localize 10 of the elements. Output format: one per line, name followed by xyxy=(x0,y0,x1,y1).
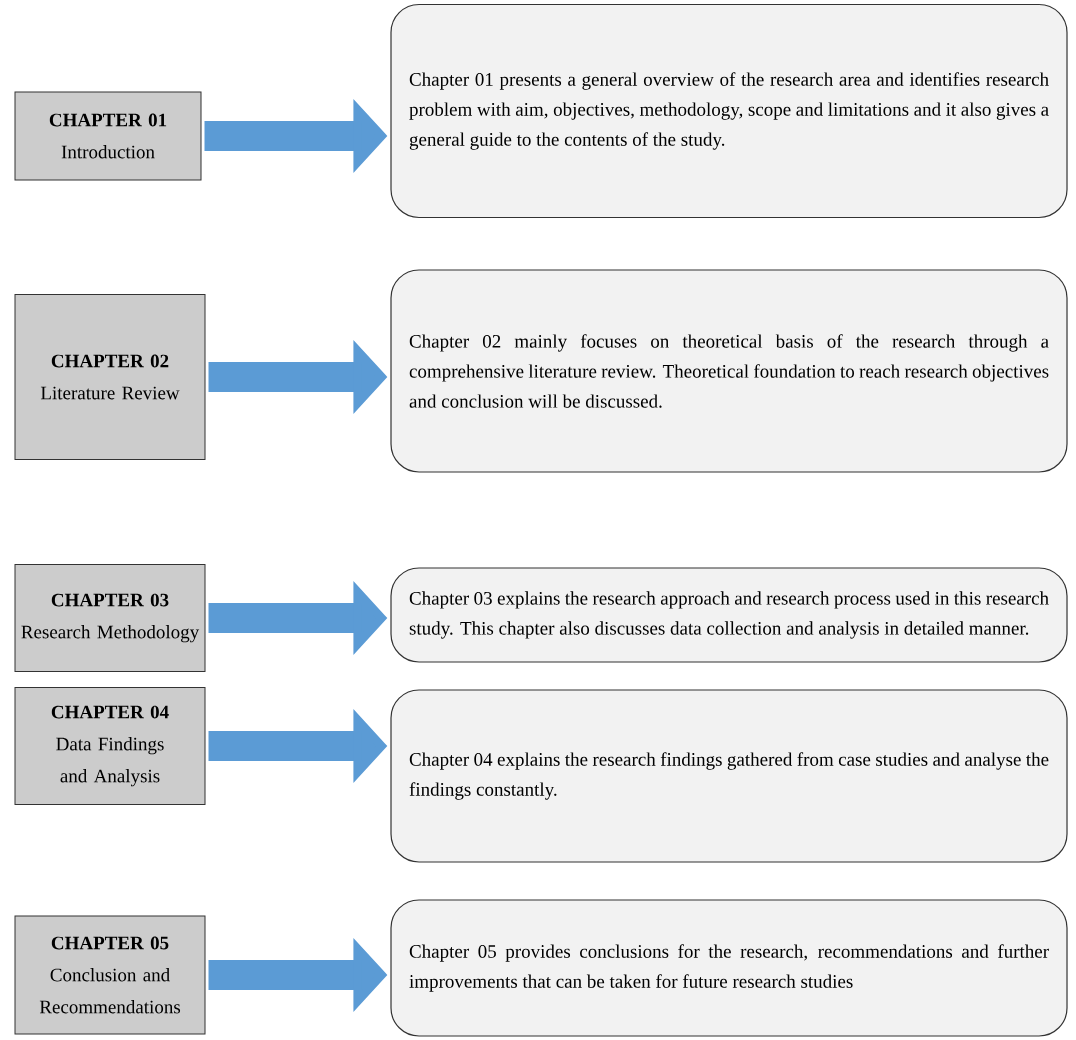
summary-box: Chapter 02 mainly focuses on theoretical basis of the research through a comprehensive literature review. Theoretical foundation to reach research objectives and conclusion will be discussed. xyxy=(390,269,1068,473)
summary-box: Chapter 01 presents a general overview of the research area and identifies research problem with aim, objectives, methodology, scope and limitations and it also gives a general guide to the contents of the study. xyxy=(390,3,1068,219)
chapter-box: CHAPTER 02 Literature Review xyxy=(14,294,206,460)
chapter-box: CHAPTER 04 Data Findings and Analysis xyxy=(14,687,206,805)
summary-box: Chapter 03 explains the research approach and research process used in this research study. This chapter also discusses data collection and analysis in detailed manner. xyxy=(390,567,1068,663)
summary-box: Chapter 05 provides conclusions for the research, recommendations and further improvements that can be taken for future research studies xyxy=(390,899,1068,1037)
chapter-box: CHAPTER 03 Research Methodology xyxy=(14,564,206,672)
chapter-box: CHAPTER 05 Conclusion and Recommendations xyxy=(14,915,206,1035)
chapter-box: CHAPTER 01 Introduction xyxy=(14,91,202,181)
summary-box: Chapter 04 explains the research findings gathered from case studies and analyse the findings constantly. xyxy=(390,689,1068,863)
